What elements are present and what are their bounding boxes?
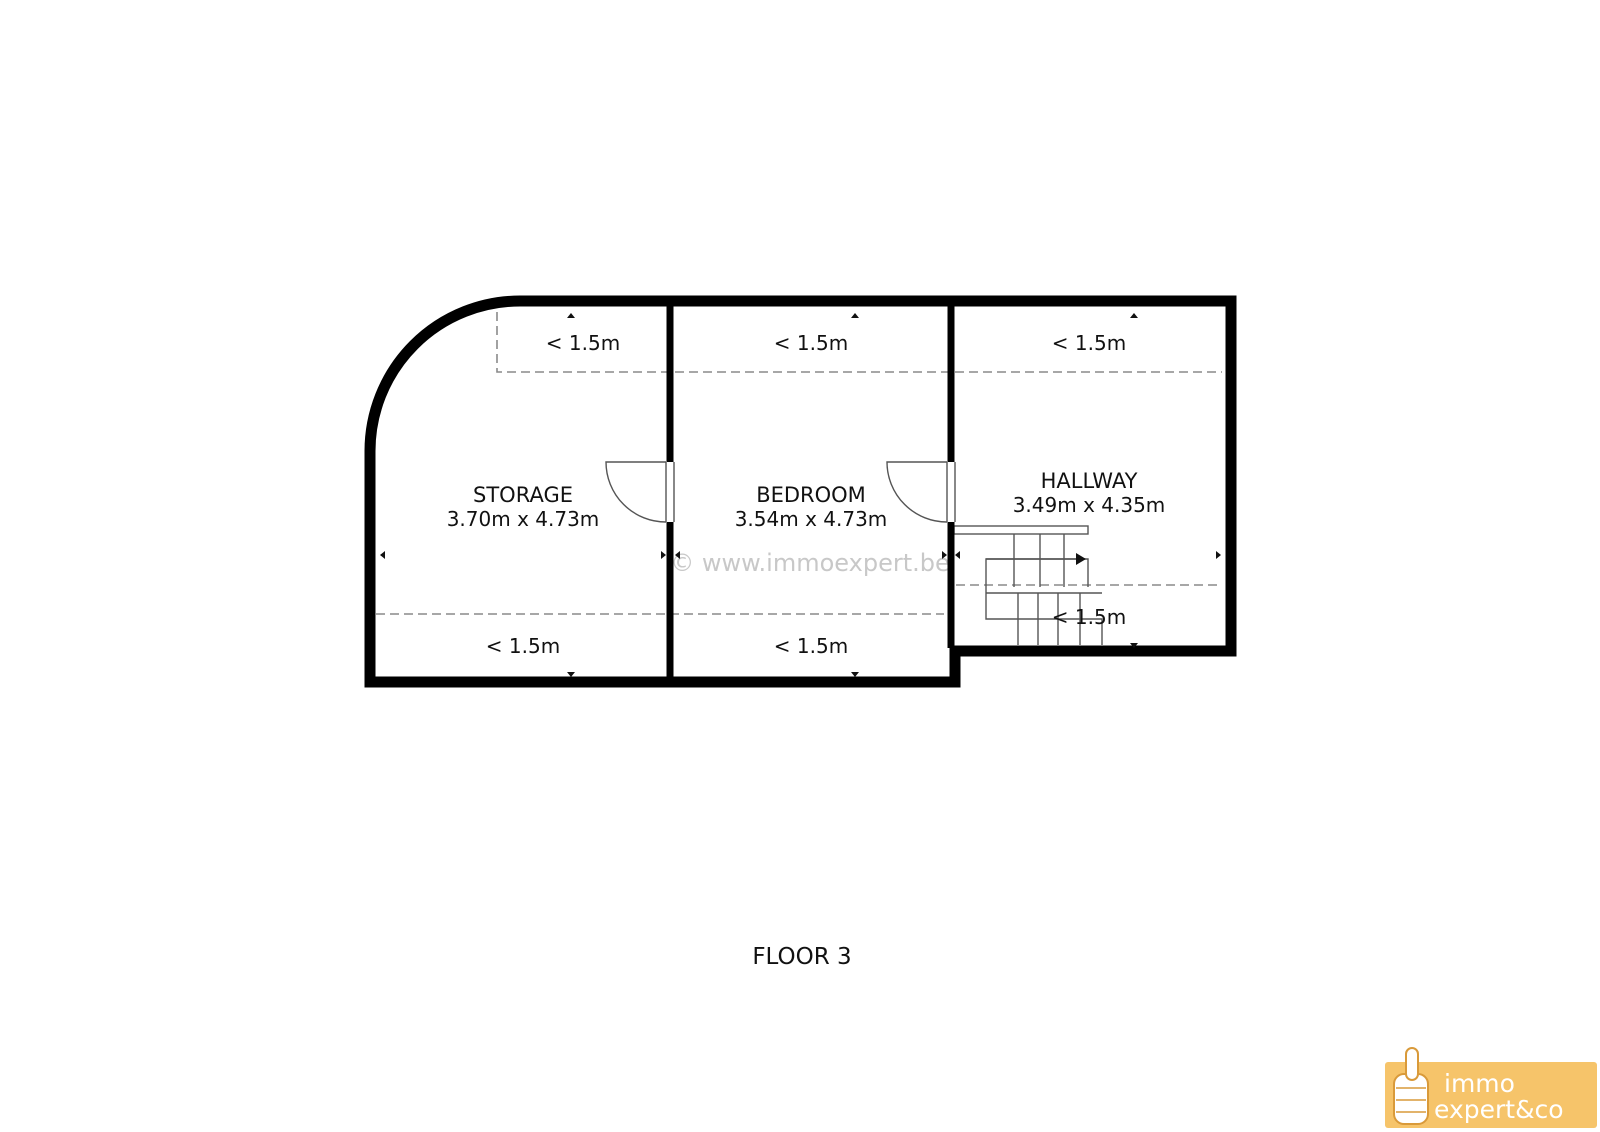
logo-text-line1: immo: [1444, 1069, 1515, 1098]
dimension-markers: [380, 313, 1221, 677]
room-dimensions-storage: 3.70m x 4.73m: [447, 507, 600, 531]
low-ceiling-lines: [376, 312, 1222, 615]
company-logo: immo expert&co: [1385, 1047, 1597, 1128]
height-note-bedroom-bottom: < 1.5m: [774, 634, 848, 658]
door-bedroom: [886, 461, 957, 523]
height-note-storage-bottom: < 1.5m: [486, 634, 560, 658]
stair-direction-arrow: [1076, 553, 1086, 565]
thumbs-up-icon: [1393, 1047, 1429, 1125]
room-dimensions-hallway: 3.49m x 4.35m: [1013, 493, 1166, 517]
height-note-hallway-top: < 1.5m: [1052, 331, 1126, 355]
room-name-hallway: HALLWAY: [1041, 469, 1138, 493]
height-note-bedroom-top: < 1.5m: [774, 331, 848, 355]
room-name-storage: STORAGE: [473, 483, 573, 507]
outer-walls: [364, 295, 1237, 688]
room-name-bedroom: BEDROOM: [756, 483, 866, 507]
height-note-hallway-bottom: < 1.5m: [1052, 605, 1126, 629]
room-dimensions-bedroom: 3.54m x 4.73m: [735, 507, 888, 531]
door-storage: [605, 461, 676, 523]
staircase: [953, 525, 1103, 645]
watermark: © www.immoexpert.be: [670, 549, 950, 577]
floor-label: FLOOR 3: [752, 944, 851, 970]
height-note-storage-top: < 1.5m: [546, 331, 620, 355]
logo-text-line2: expert&co: [1434, 1095, 1564, 1124]
